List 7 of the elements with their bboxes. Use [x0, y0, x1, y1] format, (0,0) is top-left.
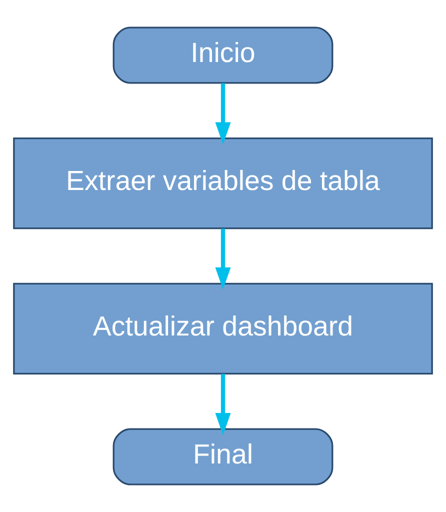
- node-box: Extraer variables de tabla: [13, 137, 433, 230]
- arrow: [215, 228, 231, 290]
- node-box: Final: [112, 428, 334, 486]
- arrow: [215, 374, 231, 436]
- arrow: [215, 83, 231, 144]
- node-box: Inicio: [112, 26, 334, 84]
- node-box: Actualizar dashboard: [13, 282, 433, 375]
